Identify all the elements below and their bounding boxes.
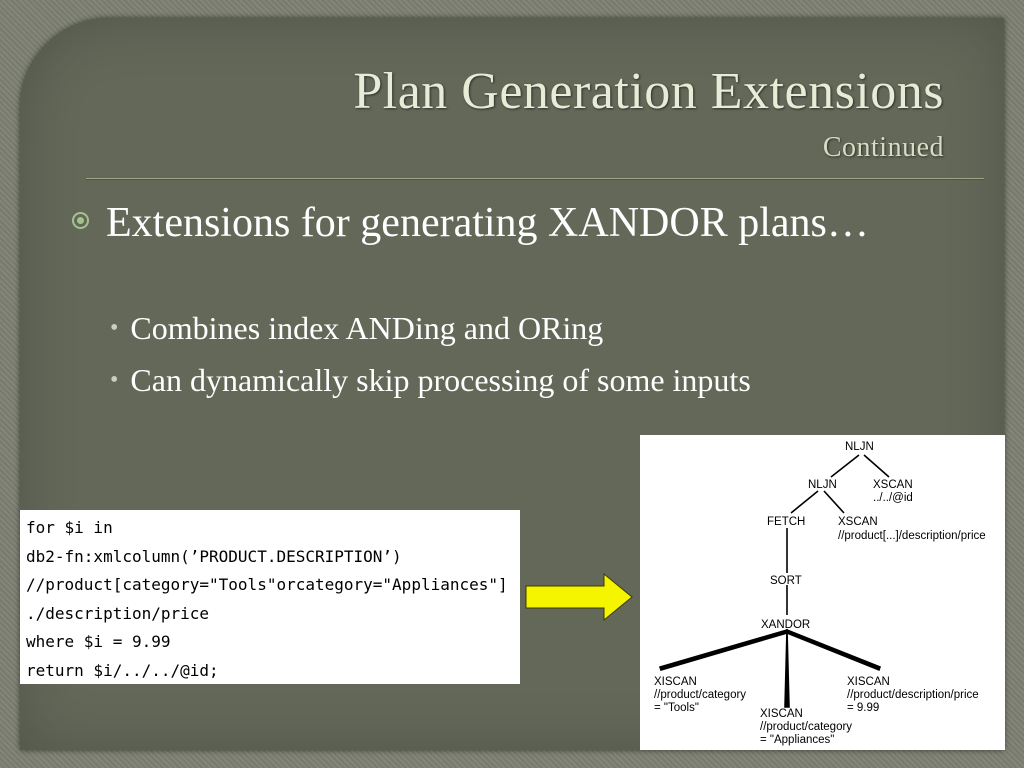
main-bullet-text: Extensions for generating XANDOR plans… <box>106 200 869 246</box>
sub-bullet-2-text: Can dynamically skip processing of some … <box>130 362 751 398</box>
sub-bullet-1: • Combines index ANDing and ORing <box>110 310 603 347</box>
xscan-top-path: ../../@id <box>873 492 913 504</box>
xiscan-2-node: XISCAN <box>760 708 803 720</box>
xiscan-1-path: //product/category <box>654 689 746 701</box>
code-line: for $i in <box>26 518 113 537</box>
code-line: //product[category="Tools"orcategory="Ap… <box>26 575 508 594</box>
nljn-inner-node: NLJN <box>808 479 837 491</box>
main-bullet: Extensions for generating XANDOR plans… <box>72 196 872 250</box>
xscan-top-node: XSCAN <box>873 479 913 491</box>
fetch-node: FETCH <box>767 516 805 528</box>
xscan-mid-node: XSCAN <box>838 516 878 528</box>
xiscan-1-node: XISCAN <box>654 676 697 688</box>
slide-title: Plan Generation Extensions <box>353 63 944 120</box>
xquery-code-image: for $i in db2-fn:xmlcolumn(’PRODUCT.DESC… <box>20 510 520 684</box>
dot-bullet-icon: • <box>110 315 119 341</box>
xiscan-3-node: XISCAN <box>847 676 890 688</box>
code-line: where $i = 9.99 <box>26 632 171 651</box>
title-divider <box>86 178 984 180</box>
circle-bullet-icon <box>72 212 89 229</box>
xiscan-2-path: //product/category <box>760 721 852 733</box>
dot-bullet-icon: • <box>110 367 119 393</box>
xscan-mid-path: //product[...]/description/price <box>838 530 986 542</box>
right-arrow-icon <box>525 572 633 622</box>
sub-bullet-2: • Can dynamically skip processing of some… <box>110 362 751 399</box>
sub-bullet-1-text: Combines index ANDing and ORing <box>130 310 604 346</box>
xiscan-3-value: = 9.99 <box>847 702 879 714</box>
slide-subtitle: Continued <box>822 132 944 163</box>
xandor-node: XANDOR <box>761 619 810 631</box>
nljn-top-node: NLJN <box>845 441 874 453</box>
sort-node: SORT <box>770 575 802 587</box>
xiscan-1-value: = "Tools" <box>654 702 699 714</box>
query-plan-diagram: NLJN NLJN XSCAN ../../@id FETCH XSCAN //… <box>640 435 1005 750</box>
code-line: ./description/price <box>26 603 210 623</box>
code-line: db2-fn:xmlcolumn(’PRODUCT.DESCRIPTION’) <box>26 546 402 566</box>
plan-edges <box>658 454 890 708</box>
xiscan-3-path: //product/description/price <box>847 689 979 701</box>
code-line: return $i/../../@id; <box>26 660 219 680</box>
xiscan-2-value: = "Appliances" <box>760 734 834 746</box>
